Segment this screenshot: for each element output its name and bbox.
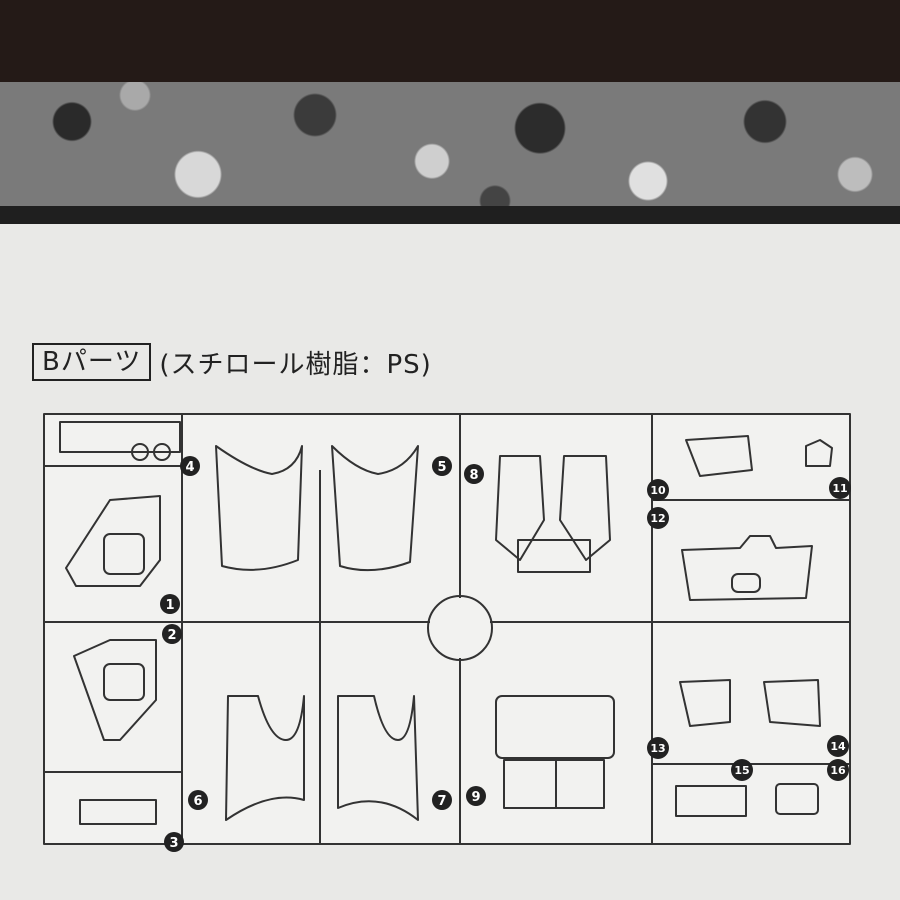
part-16 [775,783,819,815]
part-6 [225,695,305,821]
badge-label: 8 [469,468,478,483]
part-number-badges: 1 2 3 4 5 6 7 8 9 10 11 12 13 14 15 16 [160,456,851,852]
badge-label: 10 [650,484,666,497]
part-1-window [103,533,145,575]
parts-label: Bパーツ [32,343,152,381]
part-number-badge: 8 [464,464,484,484]
material-label: (スチロール樹脂：PS) [159,349,432,380]
part-3 [79,799,157,825]
sprue-ring [427,595,493,661]
badge-label: 3 [169,836,178,851]
part-13 [679,679,731,727]
part-number-badge: 6 [188,790,208,810]
part-number-badge: 2 [162,624,182,644]
badge-label: 5 [437,460,446,475]
part-number-badge: 10 [647,479,669,501]
part-number-badge: 14 [827,735,849,757]
part-number-badge: 9 [466,786,486,806]
part-number-badge: 3 [164,832,184,852]
badge-label: 4 [185,460,194,475]
badge-label: 16 [830,764,846,777]
part-9-base [503,759,605,809]
part-14 [763,679,821,727]
badge-label: 2 [167,628,176,643]
part-number-badge: 4 [180,456,200,476]
part-number-badge: 12 [647,507,669,529]
parts-title-row: Bパーツ (スチロール樹脂：PS) [32,342,432,382]
part-number-badge: 16 [827,759,849,781]
part-number-badge: 11 [829,477,851,499]
part-number-badge: 15 [731,759,753,781]
badge-label: 9 [471,790,480,805]
part-4 [215,445,303,571]
part-15 [675,785,747,817]
part-strip [59,421,181,453]
part-11 [805,439,833,467]
part-wheel [131,443,149,461]
part-10 [685,435,753,477]
badge-label: 7 [437,794,446,809]
part-12 [681,535,813,601]
badge-label: 6 [193,794,202,809]
badge-label: 12 [650,512,665,525]
background-dark-band [0,0,900,82]
badge-label: 14 [830,740,846,753]
badge-label: 1 [165,598,174,613]
part-8-base [517,539,591,573]
part-2 [73,639,157,741]
part-8-right [559,455,611,561]
part-wheel [153,443,171,461]
part-5 [331,445,419,572]
part-number-badge: 5 [432,456,452,476]
badge-label: 15 [734,764,749,777]
badge-label: 13 [650,742,665,755]
part-9 [495,695,615,759]
part-number-badge: 7 [432,790,452,810]
paper-edge [0,206,900,224]
part-7 [337,695,419,821]
badge-label: 11 [832,482,847,495]
camouflage-pattern [0,82,900,214]
part-number-badge: 1 [160,594,180,614]
part-number-badge: 13 [647,737,669,759]
part-2-window [103,663,145,701]
part-1 [65,495,161,587]
